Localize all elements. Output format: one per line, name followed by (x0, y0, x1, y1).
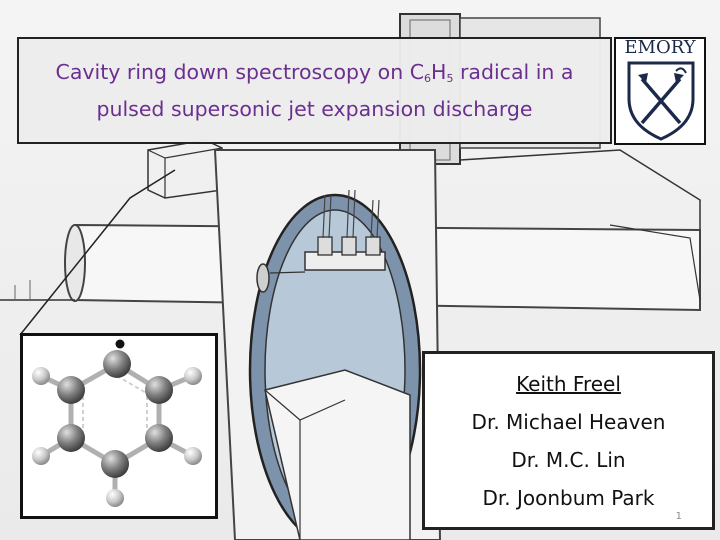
author-michael-heaven: Dr. Michael Heaven (471, 409, 666, 434)
title-text-prefix: Cavity ring down spectroscopy on C (55, 60, 425, 84)
slide-number: 1 (675, 511, 682, 522)
author-mc-lin: Dr. M.C. Lin (511, 447, 626, 472)
title-line-2: pulsed supersonic jet expansion discharg… (96, 97, 533, 121)
title-text-suffix: radical in a (453, 60, 574, 84)
logo-wordmark: EMORY (624, 37, 696, 58)
authors-box: Keith Freel Dr. Michael Heaven Dr. M.C. … (422, 351, 715, 530)
title-box: Cavity ring down spectroscopy on C6H5 ra… (17, 37, 612, 144)
title-text-h: H (431, 60, 447, 84)
emory-logo: EMORY (614, 37, 706, 145)
title-subscript-5: 5 (446, 72, 454, 85)
author-keith-freel: Keith Freel (516, 371, 621, 396)
author-joonbum-park: Dr. Joonbum Park (482, 485, 655, 510)
phenyl-radical-icon (32, 339, 202, 507)
emory-shield-icon (627, 61, 695, 141)
molecule-diagram (20, 333, 218, 519)
title-line-1: Cavity ring down spectroscopy on C6H5 ra… (56, 57, 574, 94)
title-subscript-6: 6 (424, 72, 432, 85)
